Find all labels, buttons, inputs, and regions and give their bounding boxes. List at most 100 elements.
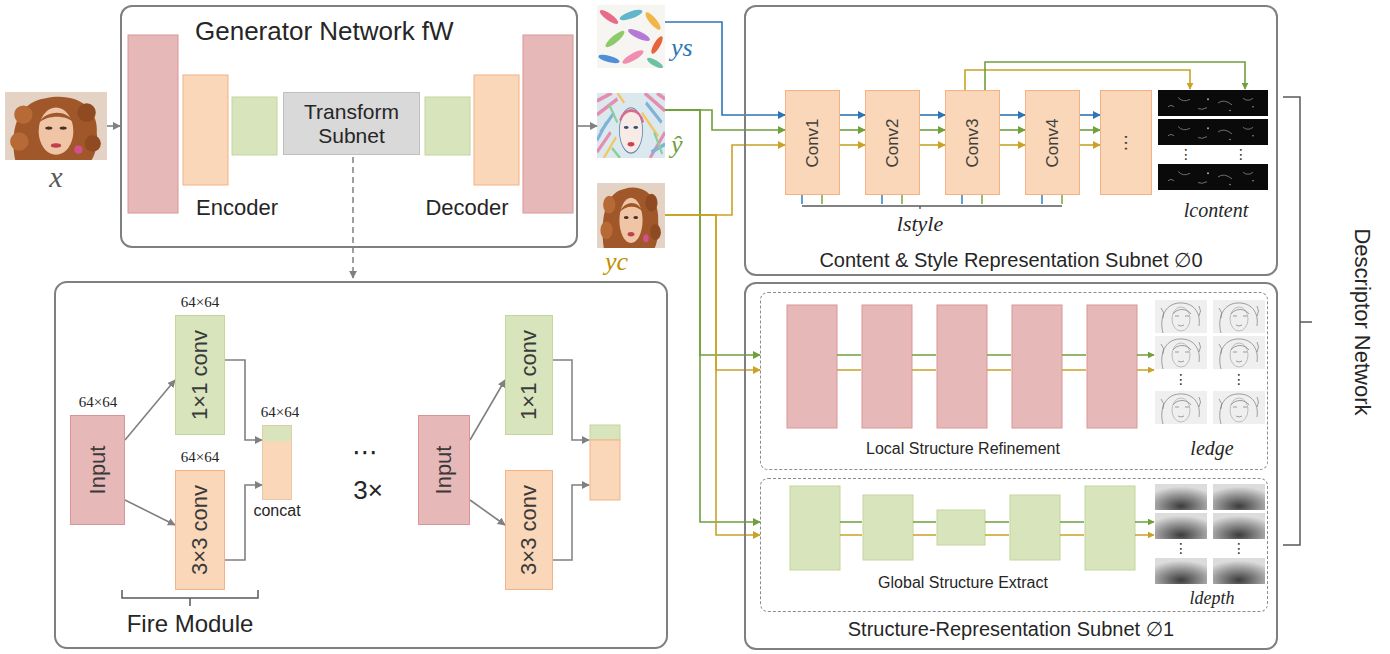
encoder-decoder-bars: [425, 97, 470, 155]
module-label: Fire Module: [127, 611, 254, 637]
local-structure-blocks: [787, 305, 837, 428]
connector-line: [1000, 114, 1025, 116]
style-loss-bracket: [802, 206, 1062, 209]
transform-detail-arrow: [353, 157, 354, 278]
depth-maps: [1155, 558, 1207, 584]
ellipsis-mark: ⋮: [1232, 372, 1246, 387]
connector-line: [1000, 144, 1025, 146]
encoder-decoder-bars: [128, 35, 178, 213]
conv-layer: Conv3: [945, 90, 1000, 195]
local-structure-blocks: [837, 354, 1154, 356]
second-concat: [553, 485, 589, 560]
conv-layer-text: Conv3: [963, 118, 982, 167]
connector-line: [1080, 129, 1100, 131]
connector: [665, 145, 785, 215]
ellipsis-mark: ⋮: [1174, 372, 1188, 387]
conv3x3-box-text: 3×3 conv: [188, 485, 212, 575]
connector: [665, 22, 785, 115]
ellipsis-mark: ⋮: [1174, 541, 1188, 556]
global-structure-blocks: [1085, 486, 1135, 570]
connector-line: [1080, 114, 1100, 116]
ellipsis-mark: ⋮: [1179, 147, 1193, 162]
fire-module-bracket: [122, 590, 258, 606]
connector: [125, 500, 175, 525]
content-style-panel: Content & Style Representation Subnet ∅0…: [744, 5, 1278, 276]
connector-line: [125, 500, 175, 525]
conv3-content-lines: [985, 62, 1245, 90]
edge-maps: [1213, 300, 1265, 333]
input-photo: x: [5, 92, 107, 160]
structure-panel-text: Structure-Representation Subnet ∅1: [746, 618, 1276, 640]
connector-line: [665, 110, 785, 130]
content-feature-maps: [1158, 119, 1268, 145]
conv-layer: Conv2: [865, 90, 920, 195]
connector-line: [840, 144, 865, 146]
local-structure-blocks: [937, 305, 987, 428]
connector-line: [225, 360, 262, 440]
depth-maps: [1155, 513, 1207, 539]
edge-maps: [1155, 336, 1207, 369]
content-photo: yc: [597, 183, 665, 248]
dimension-label: 64×64: [261, 404, 299, 421]
photo-images: [5, 92, 107, 160]
global-structure-blocks: [840, 534, 1154, 536]
style-loss-bracket: [802, 195, 1062, 209]
connector: [1080, 115, 1100, 145]
encoder-decoder-bars: [128, 35, 573, 213]
part-label: Encoder: [196, 196, 278, 220]
second-concat: [553, 360, 620, 560]
content-feature-maps: [1158, 90, 1268, 190]
connector-line: [840, 114, 865, 116]
conv3x3-box-text: 3×3 conv: [517, 485, 541, 575]
connector-line: [470, 500, 505, 525]
conv3-content-lines: [965, 62, 1245, 90]
connector: [125, 380, 175, 440]
descriptor-bracket: [1283, 97, 1312, 545]
connector-line: [920, 129, 945, 131]
generator-panel-text: Generator Network fW: [195, 17, 454, 47]
generator-panel: Generator Network fW Transform Subnet: [120, 5, 578, 248]
concat-box-text: concat: [253, 502, 300, 520]
transform-subnet-box-text: Transform Subnet: [286, 99, 417, 147]
local-structure-box-text: Local Structure Refinement: [786, 439, 1140, 458]
fire-panel: [55, 282, 667, 648]
loss-label: ldepth: [1190, 588, 1235, 609]
group-label: Descriptor Network: [1350, 228, 1374, 415]
ellipsis-mark: ⋯: [352, 438, 378, 467]
loss-label: ledge: [1190, 437, 1233, 460]
global-structure-blocks: [790, 486, 840, 570]
conv3x3-box: 3×3 conv: [505, 470, 553, 590]
edge-maps: [1155, 300, 1265, 424]
connector-line: [1080, 144, 1100, 146]
conv-layer: Conv4: [1025, 90, 1080, 195]
connector: [578, 126, 597, 127]
repeat-label: 3×: [353, 476, 383, 505]
conv1x1-box: 1×1 conv: [505, 315, 553, 435]
local-structure-blocks: [862, 305, 912, 428]
edge-maps: [1213, 336, 1265, 369]
photo-images: [5, 5, 665, 248]
connector: [225, 360, 262, 440]
encoder-decoder-bars: [474, 75, 519, 185]
conv1x1-box-text: 1×1 conv: [188, 330, 212, 420]
conv1x1-box-text: 1×1 conv: [517, 330, 541, 420]
transform-subnet-box: Transform Subnet: [283, 92, 420, 155]
global-structure-blocks: [790, 486, 1154, 570]
global-structure-blocks: [863, 495, 913, 560]
local-structure-blocks: [837, 355, 1154, 370]
connector-line: [920, 144, 945, 146]
conv-layer-text: Conv2: [883, 118, 902, 167]
input-box-text: Input: [432, 446, 456, 495]
style-photo-text: ys: [671, 34, 693, 63]
connector-line: [1000, 129, 1025, 131]
part-label: Decoder: [425, 196, 508, 220]
descriptor-bracket: [1283, 97, 1312, 545]
connector: [920, 115, 945, 145]
dimension-label: 64×64: [181, 294, 219, 311]
conv-layer: Conv1: [785, 90, 840, 195]
global-structure-blocks: [840, 521, 1154, 523]
conv-layer: ⋯: [1100, 90, 1152, 195]
transform-detail-arrow: [352, 157, 354, 278]
global-structure-blocks: [1010, 495, 1060, 560]
